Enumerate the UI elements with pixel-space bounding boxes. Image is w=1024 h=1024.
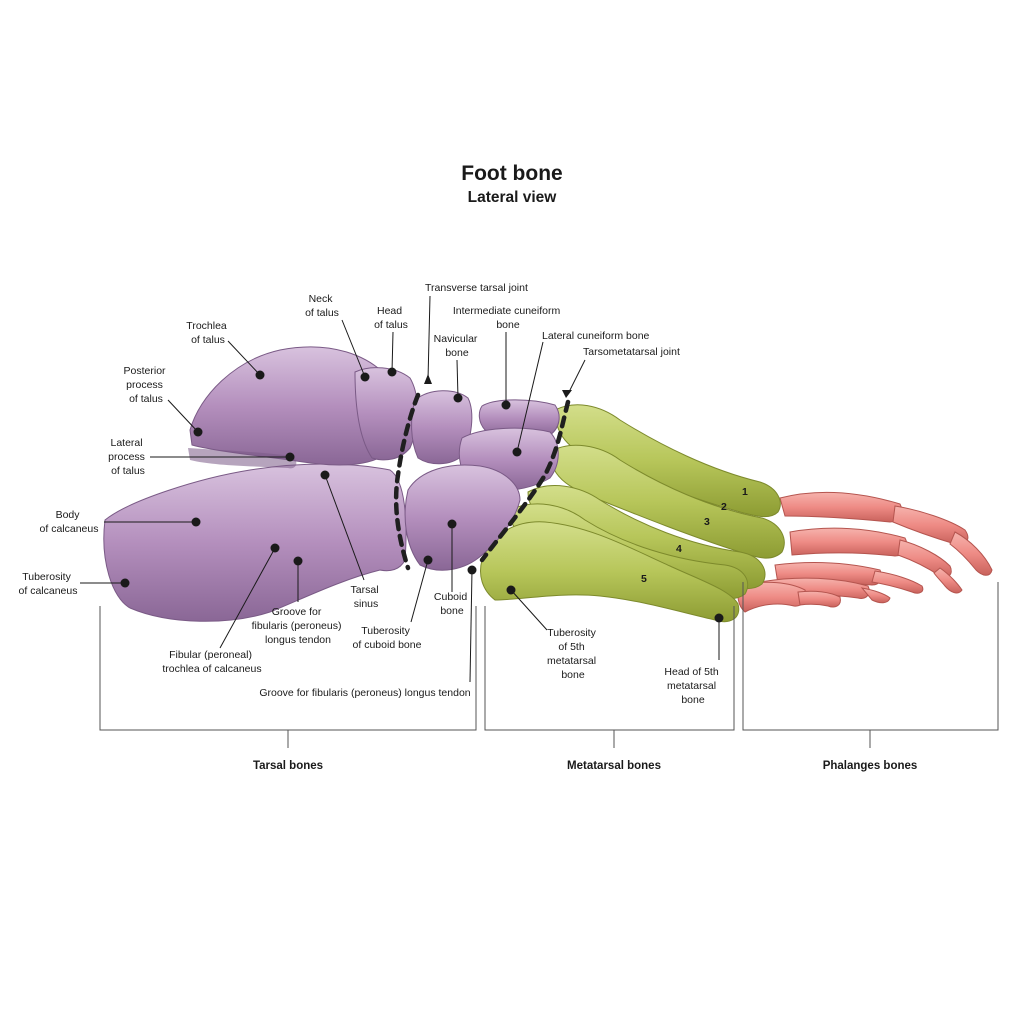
metatarsal-number-4: 4 xyxy=(676,543,682,555)
label-lateral-process: Lateral process of talus xyxy=(108,437,148,477)
label-head-5th-metatarsal: Head of 5th metatarsal bone xyxy=(664,666,721,706)
label-head-of-talus: Head of talus xyxy=(374,305,408,331)
group-label-metatarsal: Metatarsal bones xyxy=(567,760,661,772)
label-fibular-trochlea: Fibular (peroneal) trochlea of calcaneus xyxy=(162,649,261,675)
metatarsal-number-3: 3 xyxy=(704,516,710,528)
phalanges-bones xyxy=(737,491,993,613)
label-tuberosity-5th-metatarsal: Tuberosity of 5th metatarsal bone xyxy=(547,627,599,681)
label-neck-of-talus: Neck of talus xyxy=(305,293,339,319)
label-intermediate-cuneiform: Intermediate cuneiform bone xyxy=(453,305,563,331)
label-transverse-tarsal-joint: Transverse tarsal joint xyxy=(425,282,528,294)
phalanges-brace xyxy=(742,582,999,748)
metatarsal-number-1: 1 xyxy=(742,486,748,498)
label-posterior-process: Posterior process of talus xyxy=(124,365,169,405)
group-braces xyxy=(99,582,999,748)
transverse-tarsal-joint-line xyxy=(393,392,421,571)
tarsal-brace xyxy=(99,606,477,748)
leader-lines xyxy=(80,295,720,683)
label-cuboid-bone: Cuboid bone xyxy=(434,591,470,617)
label-navicular-bone: Navicular bone xyxy=(434,333,481,359)
diagram-subtitle: Lateral view xyxy=(468,189,558,206)
group-label-tarsal: Tarsal bones xyxy=(253,760,323,772)
label-dots xyxy=(120,367,724,623)
tarsometatarsal-arrow-icon xyxy=(562,390,572,398)
transverse-joint-arrow-icon xyxy=(424,374,432,384)
label-body-of-calcaneus: Body of calcaneus xyxy=(40,509,99,535)
tarsometatarsal-joint-line xyxy=(479,399,571,563)
label-tuberosity-of-calcaneus: Tuberosity of calcaneus xyxy=(19,571,78,597)
label-groove-fibularis-calcaneus: Groove for fibularis (peroneus) longus t… xyxy=(252,606,345,646)
anatomy-labels: Neck of talus Head of talus Trochlea of … xyxy=(19,282,721,706)
group-label-phalanges: Phalanges bones xyxy=(823,760,918,772)
label-lateral-cuneiform: Lateral cuneiform bone xyxy=(542,330,650,342)
metatarsal-brace xyxy=(484,606,735,748)
label-tarsal-sinus: Tarsal sinus xyxy=(351,584,382,610)
label-tuberosity-of-cuboid: Tuberosity of cuboid bone xyxy=(353,625,422,651)
metatarsal-number-2: 2 xyxy=(721,501,727,513)
label-trochlea-of-talus: Trochlea of talus xyxy=(186,320,229,346)
label-tarsometatarsal-joint: Tarsometatarsal joint xyxy=(583,346,680,358)
label-groove-fibularis-cuboid: Groove for fibularis (peroneus) longus t… xyxy=(259,687,470,699)
metatarsal-number-5: 5 xyxy=(641,573,647,585)
tarsal-bones xyxy=(103,346,560,622)
diagram-title: Foot bone xyxy=(461,162,562,185)
metatarsal-bones xyxy=(480,404,785,623)
